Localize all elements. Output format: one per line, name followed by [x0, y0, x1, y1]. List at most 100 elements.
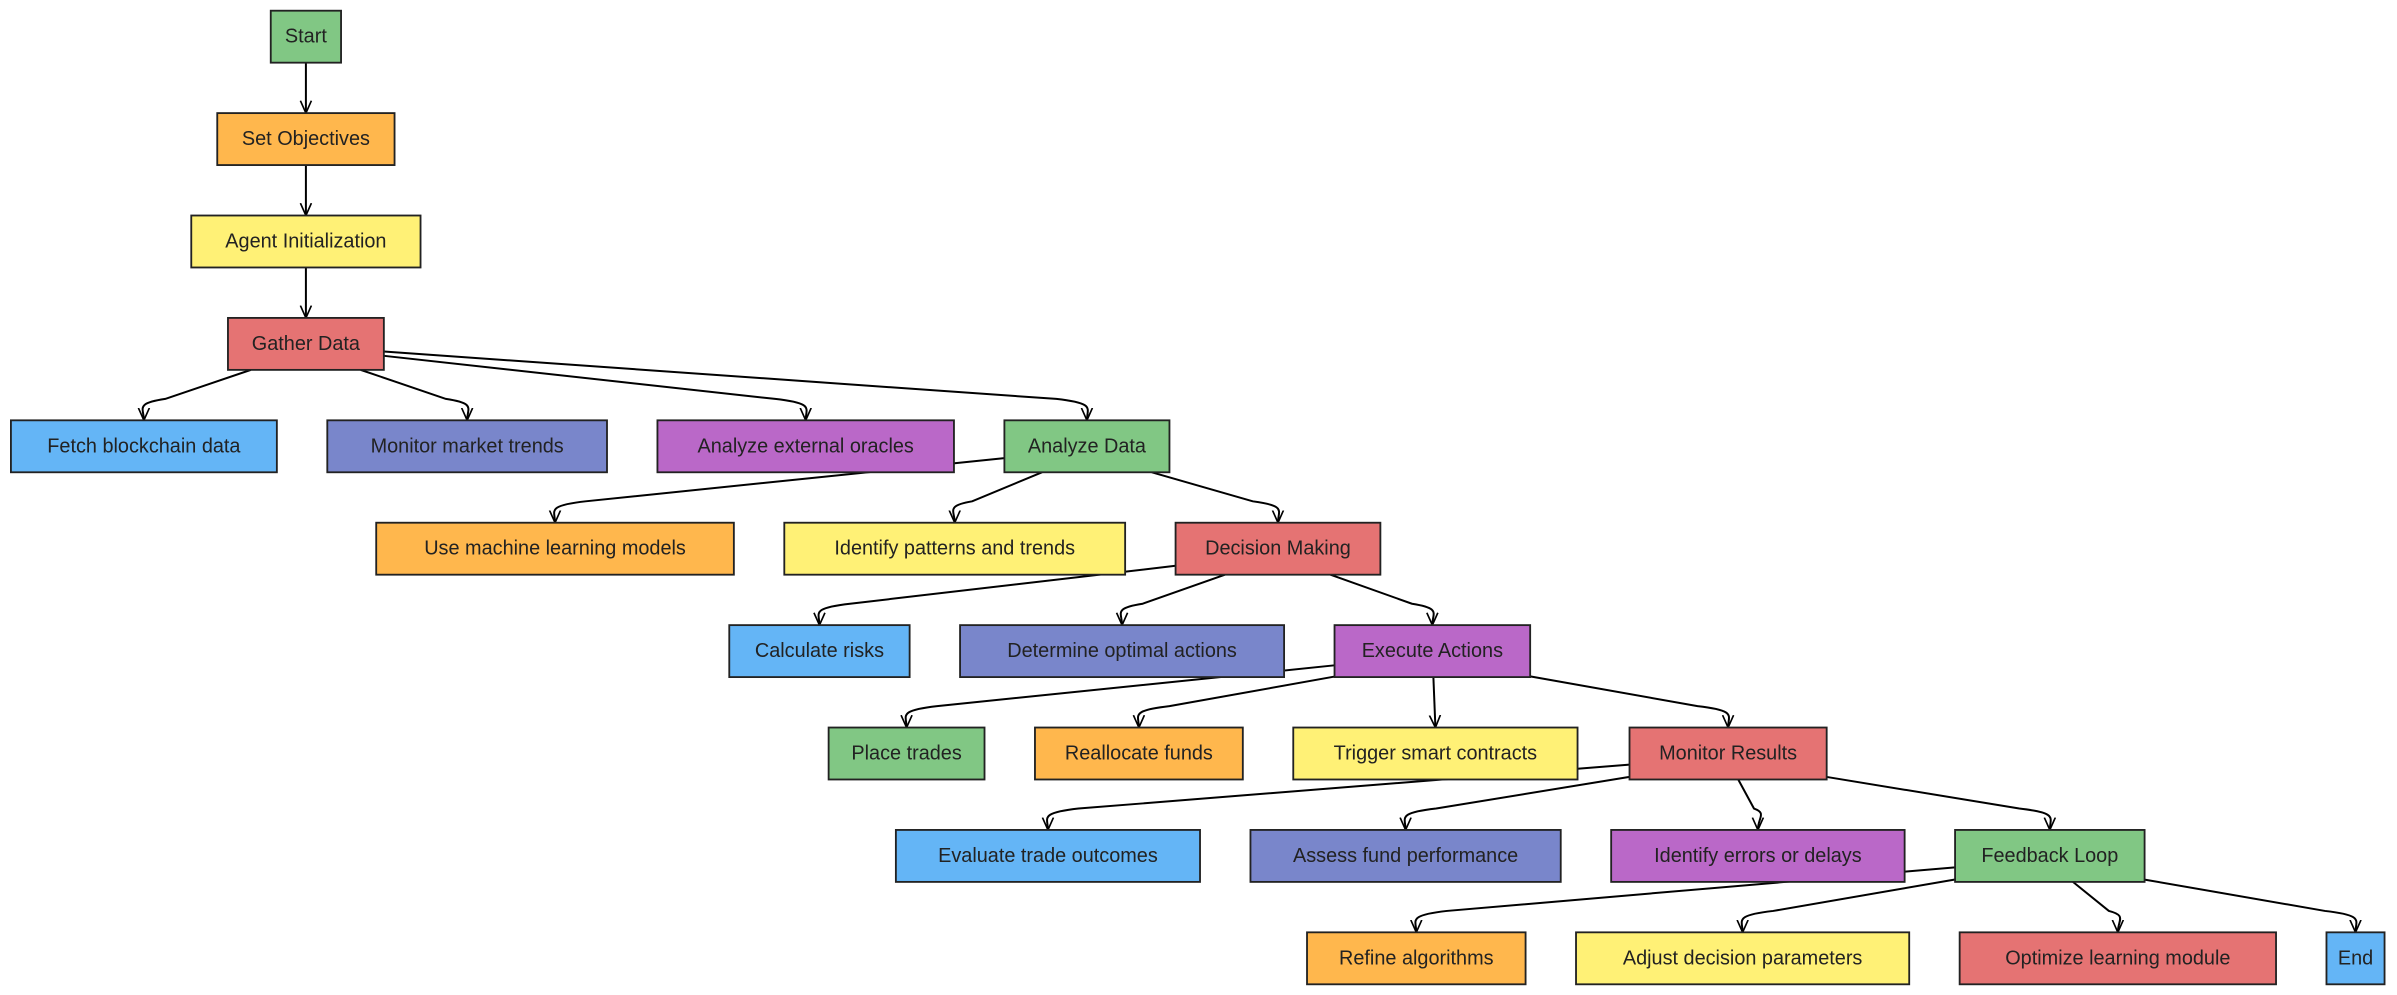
edge-feedback-to-end — [2144, 878, 2357, 933]
node-decision[interactable]: Decision Making — [1174, 521, 1382, 576]
node-box — [827, 726, 986, 781]
node-ml[interactable]: Use machine learning models — [375, 521, 735, 576]
node-label: Gather Data — [252, 333, 361, 355]
node-patterns[interactable]: Identify patterns and trends — [783, 521, 1127, 576]
node-box — [1954, 829, 2146, 883]
edge-monitor-to-feedback — [1826, 775, 2051, 830]
edge-execute-to-funds — [1138, 675, 1335, 728]
node-box — [1628, 726, 1828, 781]
node-label: End — [2338, 947, 2373, 969]
edge-decision-to-execute — [1330, 573, 1433, 625]
edge-execute-to-monitor — [1529, 675, 1729, 727]
node-label: Feedback Loop — [1981, 845, 2118, 867]
node-trades[interactable]: Place trades — [827, 726, 986, 781]
node-box — [375, 521, 735, 576]
node-box — [2325, 931, 2386, 986]
edges-layer — [143, 62, 2357, 933]
edge-feedback-to-adjust — [1742, 878, 1956, 932]
edge-execute-to-contracts — [1433, 677, 1435, 727]
node-label: Trigger smart contracts — [1334, 743, 1537, 765]
node-label: Monitor Results — [1659, 743, 1797, 765]
node-box — [190, 214, 422, 269]
node-label: Refine algorithms — [1339, 947, 1494, 969]
node-adjust[interactable]: Adjust decision parameters — [1575, 931, 1911, 986]
node-gather[interactable]: Gather Data — [227, 316, 385, 371]
node-oracles[interactable]: Analyze external oracles — [656, 419, 955, 474]
node-contracts[interactable]: Trigger smart contracts — [1292, 726, 1579, 781]
node-analyze[interactable]: Analyze Data — [1003, 419, 1171, 474]
edge-analyze-to-ml — [554, 457, 1005, 523]
node-label: Fetch blockchain data — [47, 435, 241, 457]
node-label: Agent Initialization — [225, 230, 386, 252]
node-box — [1575, 931, 1911, 986]
node-market[interactable]: Monitor market trends — [326, 419, 608, 474]
node-label: Determine optimal actions — [1007, 640, 1237, 662]
node-label: Execute Actions — [1362, 640, 1503, 662]
edge-decision-to-optimal — [1121, 573, 1226, 625]
node-objectives[interactable]: Set Objectives — [216, 112, 396, 166]
node-funds[interactable]: Reallocate funds — [1034, 726, 1244, 781]
node-label: Assess fund performance — [1293, 845, 1518, 867]
node-box — [1034, 726, 1244, 781]
node-label: Identify errors or delays — [1654, 845, 1862, 867]
node-box — [894, 829, 1201, 883]
node-label: Adjust decision parameters — [1623, 947, 1863, 969]
edge-monitor-to-assess — [1405, 775, 1630, 830]
node-label: Monitor market trends — [371, 435, 564, 457]
node-box — [1174, 521, 1382, 576]
node-box — [326, 419, 608, 474]
edge-gather-to-market — [360, 368, 469, 420]
node-box — [227, 316, 385, 371]
node-label: Analyze Data — [1028, 435, 1147, 457]
node-end[interactable]: End — [2325, 931, 2386, 986]
edge-analyze-to-patterns — [953, 471, 1043, 522]
node-errors[interactable]: Identify errors or delays — [1610, 829, 1906, 883]
edge-monitor-to-errors — [1737, 779, 1761, 829]
node-risks[interactable]: Calculate risks — [728, 624, 911, 679]
node-label: Set Objectives — [242, 128, 370, 150]
edge-analyze-to-decision — [1151, 471, 1279, 522]
node-label: Use machine learning models — [424, 538, 686, 560]
edge-execute-to-trades — [906, 664, 1335, 727]
node-box — [1610, 829, 1906, 883]
node-box — [728, 624, 911, 679]
edge-feedback-to-refine — [1415, 866, 1956, 932]
node-label: Evaluate trade outcomes — [938, 845, 1158, 867]
node-box — [10, 419, 278, 474]
node-box — [1003, 419, 1171, 474]
node-label: Start — [285, 26, 327, 48]
node-box — [216, 112, 396, 166]
node-box — [1249, 829, 1562, 883]
node-label: Calculate risks — [755, 640, 884, 662]
edge-feedback-to-optimize — [2072, 881, 2120, 932]
node-assess[interactable]: Assess fund performance — [1249, 829, 1562, 883]
node-evaluate[interactable]: Evaluate trade outcomes — [894, 829, 1201, 883]
node-label: Analyze external oracles — [698, 435, 914, 457]
node-label: Reallocate funds — [1065, 743, 1213, 765]
node-box — [1333, 624, 1532, 679]
edge-gather-to-analyze — [383, 350, 1088, 421]
node-feedback[interactable]: Feedback Loop — [1954, 829, 2146, 883]
node-box — [783, 521, 1127, 576]
edge-monitor-to-evaluate — [1047, 763, 1630, 830]
node-optimal[interactable]: Determine optimal actions — [959, 624, 1286, 679]
node-label: Identify patterns and trends — [834, 538, 1075, 560]
edge-gather-to-fetch — [143, 368, 252, 420]
node-box — [1958, 931, 2277, 986]
node-fetch[interactable]: Fetch blockchain data — [10, 419, 278, 474]
node-execute[interactable]: Execute Actions — [1333, 624, 1532, 679]
node-label: Optimize learning module — [2005, 947, 2230, 969]
node-label: Place trades — [851, 743, 961, 765]
node-box — [656, 419, 955, 474]
node-label: Decision Making — [1205, 538, 1351, 560]
node-monitor[interactable]: Monitor Results — [1628, 726, 1828, 781]
edge-gather-to-oracles — [383, 354, 807, 421]
node-refine[interactable]: Refine algorithms — [1306, 931, 1527, 986]
node-box — [1306, 931, 1527, 986]
node-optimize[interactable]: Optimize learning module — [1958, 931, 2277, 986]
node-start[interactable]: Start — [269, 9, 342, 64]
node-box — [269, 9, 342, 64]
node-init[interactable]: Agent Initialization — [190, 214, 422, 269]
